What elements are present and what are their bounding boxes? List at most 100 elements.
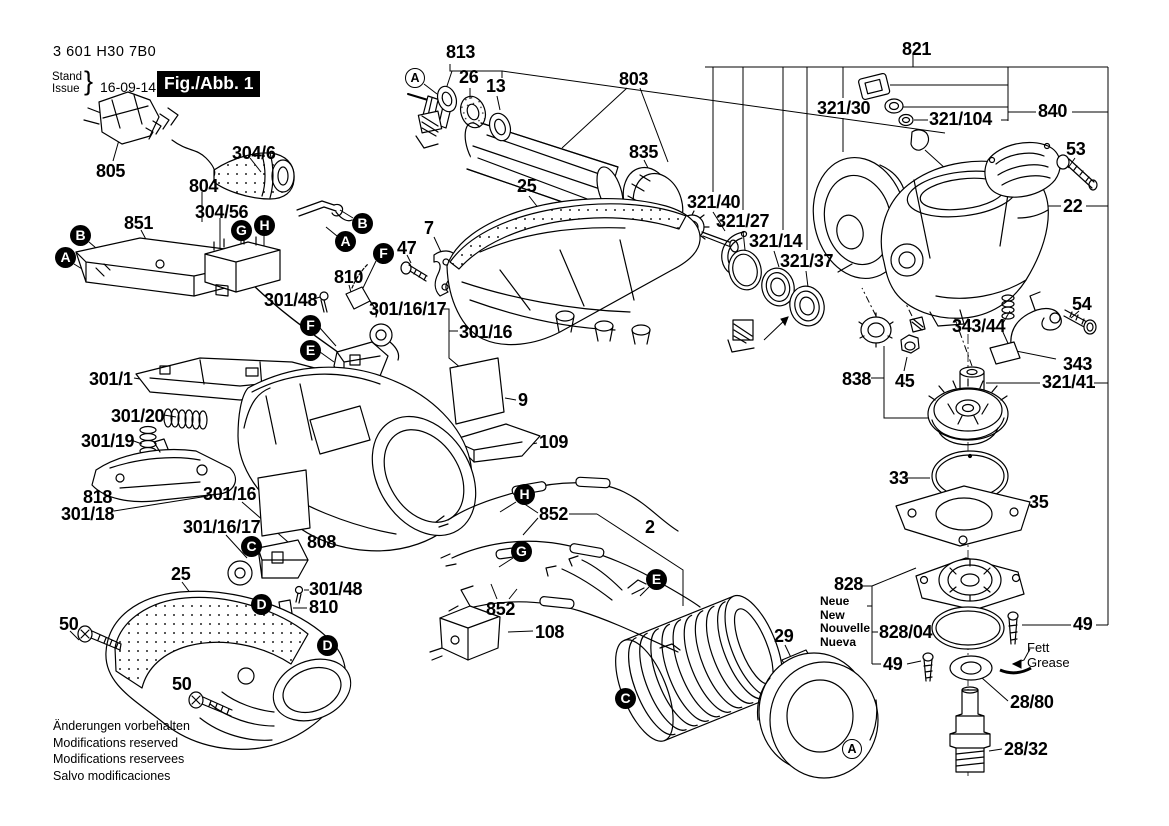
position-marker-D-10: D: [251, 594, 272, 615]
callout-28-80-59: 28/80: [1010, 692, 1054, 712]
stand-label: Stand: [52, 71, 83, 83]
position-marker-A-17: A: [842, 739, 862, 759]
figure-label: Fig./Abb. 1: [157, 71, 261, 97]
callout-838-50: 838: [842, 369, 872, 389]
callout-304-56-3: 304/56: [195, 202, 249, 222]
callout-321-41-52: 321/41: [1042, 372, 1096, 392]
drawing-baffle-29: [756, 649, 879, 779]
callout-321-30-38: 321/30: [817, 98, 871, 118]
drawing-washer-28-80: [949, 655, 993, 681]
callout-2-33: 2: [645, 517, 655, 537]
drawing-screw-50-a: [77, 625, 122, 651]
parts-drawings: [75, 72, 1098, 779]
callout-54-48: 54: [1072, 294, 1092, 314]
drawing-label-plate-9: [449, 357, 505, 425]
callout-321-14-45: 321/14: [749, 231, 803, 251]
callout-821-37: 821: [902, 39, 932, 59]
callout-828-55: 828: [834, 574, 864, 594]
drawing-oring-321-27: [728, 249, 762, 291]
stand-issue-label: Stand Issue: [52, 71, 82, 95]
position-marker-H-12: H: [514, 484, 535, 505]
drawing-screw-49-left: [922, 652, 934, 682]
callout-810-8: 810: [334, 267, 364, 287]
callout-321-40-43: 321/40: [687, 192, 741, 212]
type-number: 3 601 H30 7B0: [53, 44, 157, 60]
position-marker-F-6: F: [373, 243, 394, 264]
callout-301-48-5: 301/48: [264, 290, 318, 310]
callout-828-04-56: 828/04: [879, 622, 933, 642]
callout-835-15: 835: [629, 142, 659, 162]
text-line: Änderungen vorbehalten: [53, 719, 190, 733]
position-marker-G-13: G: [511, 541, 532, 562]
callout-28-32-60: 28/32: [1004, 739, 1048, 759]
callout-33-53: 33: [889, 468, 909, 488]
position-marker-E-14: E: [646, 569, 667, 590]
text-line: Neue: [820, 594, 850, 608]
drawing-sleeve-304-6: [213, 152, 295, 200]
callout-301-19-19: 301/19: [81, 431, 135, 451]
position-marker-A-5: A: [335, 231, 356, 252]
position-marker-B-4: B: [352, 213, 373, 234]
position-marker-B-0: B: [70, 225, 91, 246]
callout-45-51: 45: [895, 371, 915, 391]
position-marker-A-16: A: [405, 68, 425, 88]
position-marker-H-2: H: [254, 215, 275, 236]
text-line: Nueva: [820, 634, 857, 649]
drawing-nut-45: [900, 316, 926, 354]
drawing-handle-shell-25: [105, 590, 352, 750]
callout-813-11: 813: [446, 42, 476, 62]
callout-109-25: 109: [539, 432, 569, 452]
text-line: Grease: [1027, 655, 1070, 670]
callout-304-6-1: 304/6: [232, 143, 276, 163]
callout-301-16-22: 301/16: [203, 484, 257, 504]
drawing-bearing-kit-813: [415, 85, 512, 149]
callout-321-27-44: 321/27: [716, 211, 770, 231]
callout-29-36: 29: [774, 626, 794, 646]
callout-852-32: 852: [539, 504, 569, 524]
drawing-spring-301-20: [163, 408, 208, 430]
drawing-screw-50-b: [188, 691, 233, 717]
callout-35-54: 35: [1029, 492, 1049, 512]
callout-9-24: 9: [518, 390, 528, 410]
callout-22-42: 22: [1063, 196, 1083, 216]
callout-7-10: 7: [424, 218, 434, 238]
drawing-oring-828-04: [931, 606, 1005, 650]
drawing-connector-block-304-56: [204, 235, 281, 297]
callout-321-37-46: 321/37: [780, 251, 834, 271]
text-line: Salvo modificaciones: [53, 768, 171, 783]
drawing-lock-button-821: [858, 72, 930, 151]
callout-50-30: 50: [59, 614, 79, 634]
callout-47-9: 47: [397, 238, 417, 258]
callout-301-20-18: 301/20: [111, 406, 165, 426]
callout-53-41: 53: [1066, 139, 1086, 159]
text-line: Modifications reservees: [53, 752, 185, 766]
drawing-cover-22: [984, 141, 1061, 198]
callout-25-29: 25: [171, 564, 191, 584]
drawing-screw-49-right: [1007, 611, 1019, 645]
callout-50-31: 50: [172, 674, 192, 694]
callout-343-49: 343: [1063, 354, 1093, 374]
drawing-label-plate-808: [257, 469, 311, 537]
drawing-lever-343: [989, 291, 1062, 365]
callout-25-16: 25: [517, 176, 537, 196]
issue-date: 16-09-14: [100, 79, 157, 95]
callout-851-4: 851: [124, 213, 154, 233]
position-marker-C-15: C: [615, 688, 636, 709]
text-line: Fett: [1027, 640, 1050, 655]
callout-852-34: 852: [486, 599, 516, 619]
text-line: Modifications reserved: [53, 735, 179, 750]
drawing-brush-cap-838: [858, 312, 894, 348]
drawing-bearing-flange-828: [915, 557, 1025, 611]
text-line: New: [820, 607, 845, 622]
callout-840-40: 840: [1038, 101, 1068, 121]
position-marker-D-11: D: [317, 635, 338, 656]
position-marker-G-3: G: [231, 220, 252, 241]
callout-321-104-39: 321/104: [929, 109, 992, 129]
callout-810-28: 810: [309, 597, 339, 617]
callout-805-0: 805: [96, 161, 126, 181]
callout-343-44-47: 343/44: [952, 316, 1006, 336]
